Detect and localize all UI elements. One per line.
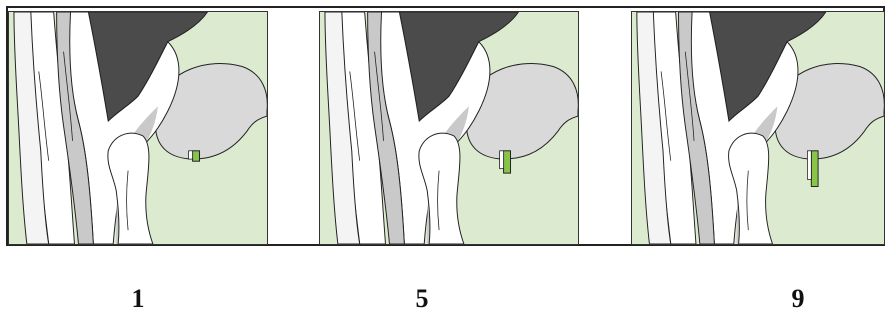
teat [193, 151, 200, 161]
rear-teat [189, 151, 193, 159]
teat [811, 151, 818, 187]
illustration-panel-9 [631, 11, 885, 245]
score-label-1: 1 [118, 284, 158, 314]
cow-rear-view-svg [320, 12, 578, 244]
score-label-5: 5 [402, 284, 442, 314]
cow-rear-view-svg [632, 12, 884, 244]
rear-teat [500, 151, 504, 169]
cow-rear-view-svg [9, 12, 267, 244]
illustration-panel-5 [319, 11, 579, 245]
score-label-9: 9 [778, 284, 818, 314]
illustration-panel-1 [8, 11, 268, 245]
rear-teat [807, 151, 811, 180]
teat [504, 151, 511, 173]
